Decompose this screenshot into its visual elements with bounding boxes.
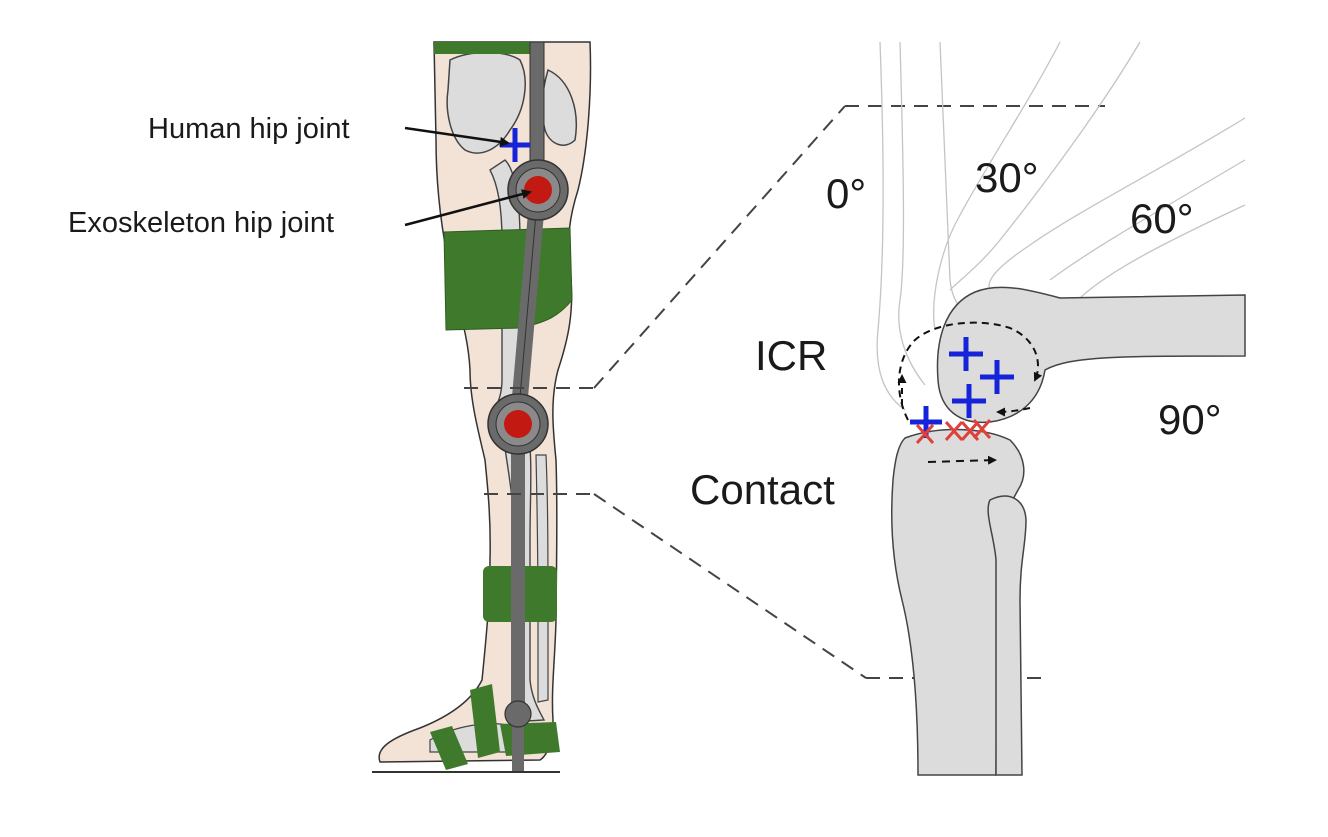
thigh-strap — [443, 227, 573, 331]
knee-femur-bone — [936, 286, 1246, 424]
flexion-traces — [876, 41, 1246, 411]
contact-label: Contact — [690, 466, 835, 513]
icr-path — [898, 321, 1043, 421]
angle-60-label: 60° — [1130, 195, 1194, 242]
exoskeleton-hip-arrow — [404, 189, 532, 227]
foot-strap-2 — [430, 726, 468, 770]
angle-0-label: 0° — [826, 170, 866, 217]
angle-30-label: 30° — [975, 154, 1039, 201]
knee-fibula-bone — [987, 495, 1027, 776]
leg-illustration — [372, 41, 592, 773]
exo-ankle-joint — [504, 700, 532, 728]
exo-knee-joint-center — [504, 410, 532, 438]
ankle-strap — [500, 722, 560, 756]
knee-detail — [876, 41, 1246, 776]
human-hip-joint-label: Human hip joint — [148, 113, 350, 145]
human-hip-arrow — [404, 126, 510, 147]
foot-strap-1 — [470, 684, 500, 758]
icr-label: ICR — [755, 332, 827, 379]
exoskeleton-hip-joint-label: Exoskeleton hip joint — [68, 207, 334, 239]
contact-markers — [915, 419, 992, 444]
exo-hip-joint-center — [524, 176, 552, 204]
angle-90-label: 90° — [1158, 396, 1222, 443]
icr-path-lower — [996, 407, 1031, 417]
hip-strap — [434, 42, 544, 54]
exo-thigh-link-outline — [517, 189, 539, 421]
contact-path — [927, 455, 997, 465]
